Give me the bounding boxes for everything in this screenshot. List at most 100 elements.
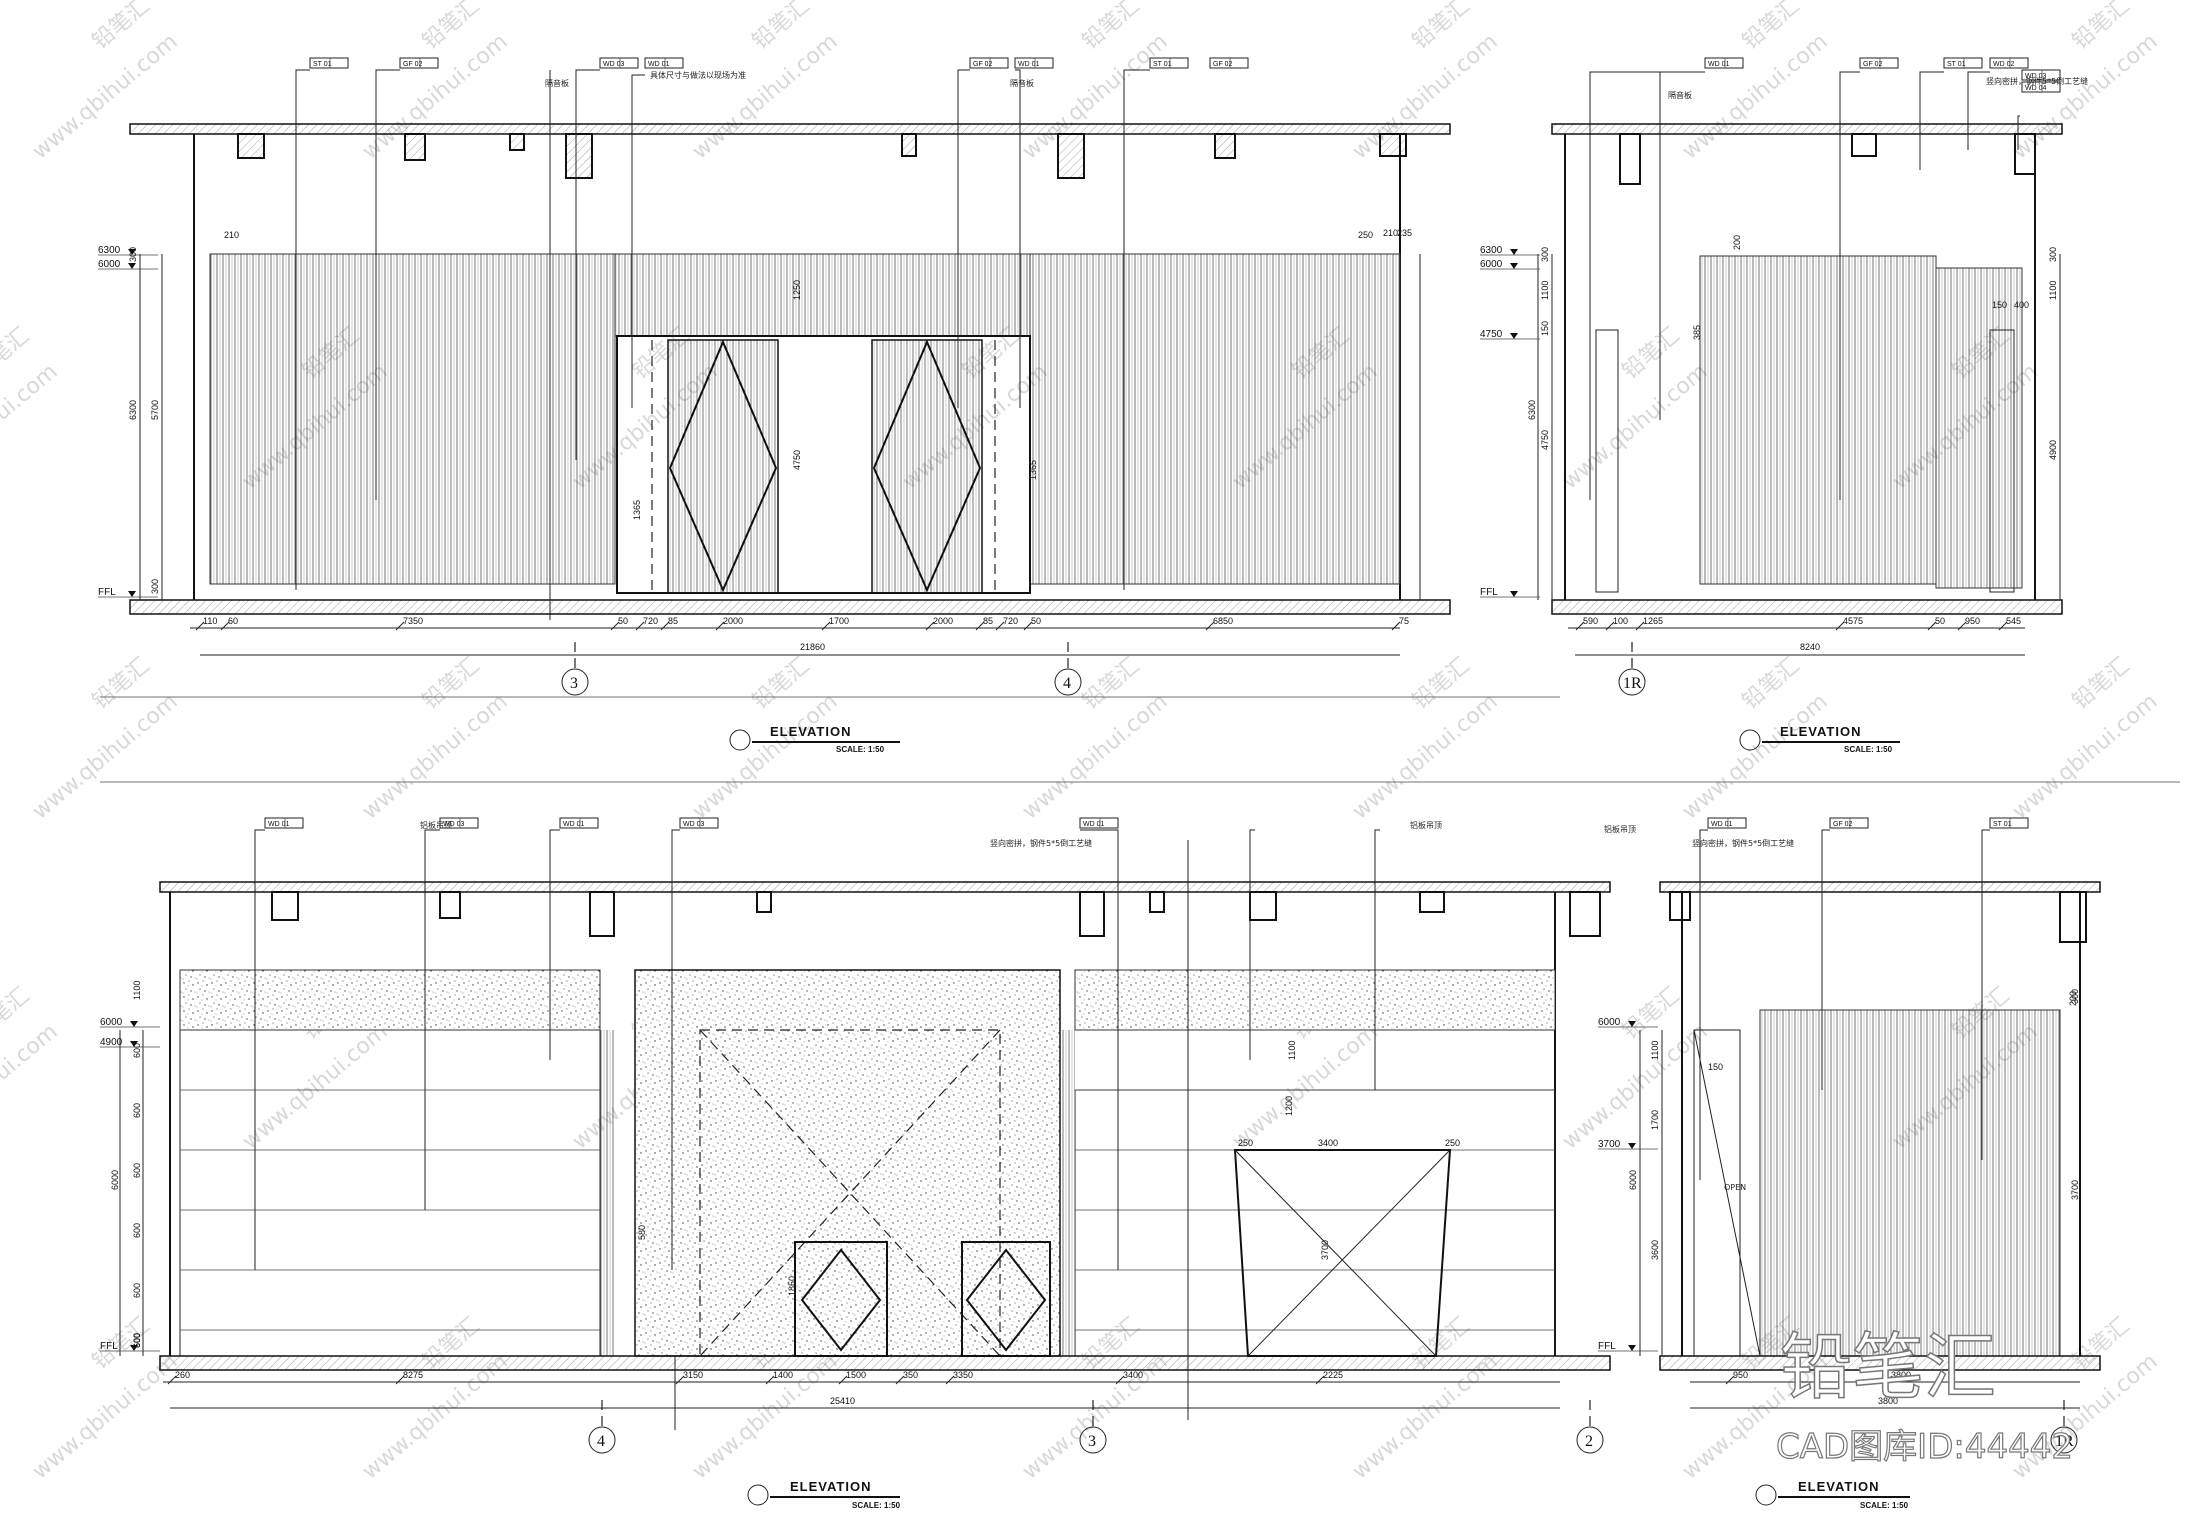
material-tag-box <box>439 817 479 829</box>
grid-bubble <box>1576 1426 1604 1454</box>
material-tag: WD 03 <box>603 61 625 68</box>
detail-dimension-label: 3700 <box>1320 1240 1330 1260</box>
elevation-scale: SCALE: 1:50 <box>1844 745 1893 754</box>
vertical-dimension-label: 600 <box>132 1223 142 1238</box>
level-marker <box>130 1041 138 1047</box>
detail-dimension-label: 400 <box>2014 300 2029 310</box>
vertical-dimension-label: 150 <box>1540 321 1550 336</box>
cad-id-label: CAD图库ID:44442 <box>1776 1427 2073 1467</box>
annotation-notes: 隔音板隔音板具体尺寸与做法以现场为准 <box>545 70 1034 88</box>
material-tag-box <box>1014 57 1054 69</box>
overall-dimension-label: 3800 <box>1878 1396 1898 1406</box>
level-marker <box>128 249 136 255</box>
material-tag-box <box>1079 817 1119 829</box>
level-label: 4900 <box>100 1037 123 1048</box>
level-label: 6000 <box>100 1017 123 1028</box>
vertical-dimension-label: 6000 <box>1628 1170 1638 1190</box>
material-tag-box <box>1209 57 1249 69</box>
material-tag-box <box>399 57 439 69</box>
annotation-note: 竖向密拼，钢件5*5倒工艺缝 <box>990 838 1092 848</box>
dimension-label: 4575 <box>1843 616 1863 626</box>
dimension-label: 720 <box>643 616 658 626</box>
curtain-panel <box>1759 1009 2061 1357</box>
level-marker <box>128 591 136 597</box>
material-tag-box <box>1989 57 2029 69</box>
door-leaf <box>667 339 779 594</box>
annotation-note: 隔音板 <box>1668 90 1692 100</box>
stone-band <box>1074 969 1556 1031</box>
detail-dimension-label: 1250 <box>792 280 802 300</box>
dimension-label: 260 <box>175 1370 190 1380</box>
annotation-note: 隔音板 <box>1010 78 1034 88</box>
level-label: 6000 <box>1480 259 1503 270</box>
elevation-title-block: ELEVATION SCALE: 1:50 <box>1739 724 1900 754</box>
reception-panel <box>1233 1149 1452 1357</box>
vertical-dimension-label: 1100 <box>1540 281 1550 300</box>
material-tag: ST 01 <box>1153 61 1172 68</box>
material-tag: WD 01 <box>268 821 290 828</box>
annotation-note: OPEN <box>1724 1183 1746 1192</box>
overall-dimension-label: 21860 <box>800 642 825 652</box>
annotation-note: 竖向密拼，钢件5*5倒工艺缝 <box>1692 838 1794 848</box>
dimension-label: 2225 <box>1323 1370 1343 1380</box>
level-label: FFL <box>1480 587 1498 598</box>
annotation-note: 铝板吊顶 <box>1604 824 1636 834</box>
vertical-dimension-label: 300 <box>1540 247 1550 262</box>
vertical-dimension-label: 300 <box>2070 989 2080 1004</box>
detail-dimension-label: 250 <box>1238 1138 1253 1148</box>
vertical-dimension-label: 3600 <box>1650 1240 1660 1260</box>
door-diamond <box>668 339 778 593</box>
curtain-panel <box>1029 253 1401 585</box>
material-tag-box <box>969 57 1009 69</box>
level-label: 4750 <box>1480 329 1503 340</box>
vertical-dimension-label: 5700 <box>150 400 160 420</box>
watermark-brand: 铅笔汇 <box>1738 653 1805 715</box>
level-label: FFL <box>98 587 116 598</box>
ceiling-beams <box>237 133 1407 179</box>
level-marker <box>1628 1021 1636 1027</box>
curtain-panel <box>614 253 1031 337</box>
level-marker <box>130 1021 138 1027</box>
material-tag: WD 01 <box>1018 61 1040 68</box>
material-tag: WD 03 <box>443 821 465 828</box>
vertical-dimension-label: 300 <box>128 247 138 262</box>
door-diamond <box>872 339 982 593</box>
dimension-label: 720 <box>1003 616 1018 626</box>
detail-dimension-label: 385 <box>1692 325 1702 340</box>
grid-label: 3 <box>570 675 578 692</box>
material-tag: WD 01 <box>1711 821 1733 828</box>
detail-dimension-label: 4750 <box>792 450 802 470</box>
material-tag-box <box>1943 57 1983 69</box>
detail-dimension-label: 1365 <box>632 500 642 520</box>
material-tag: WD 02 <box>1993 61 2015 68</box>
dimension-label: 3150 <box>683 1370 703 1380</box>
vertical-dimension-label: 600 <box>132 1043 142 1058</box>
vertical-dimension-label: 4750 <box>1540 430 1550 450</box>
wall-panel <box>1074 1089 1556 1357</box>
material-tag: GF 02 <box>1833 821 1853 828</box>
dimension-label: 950 <box>1965 616 1980 626</box>
dimension-label: 85 <box>983 616 993 626</box>
detail-dimension-label: 200 <box>2068 991 2078 1006</box>
material-tag: WD 01 <box>1083 821 1105 828</box>
material-tag-box <box>644 57 684 69</box>
grid-bubble <box>588 1426 616 1454</box>
overall-dimension-label: 25410 <box>830 1396 855 1406</box>
detail-dimension-label: 150 <box>1708 1062 1723 1072</box>
dimension-label: 3350 <box>953 1370 973 1380</box>
watermark-brand: 铅笔汇 <box>1078 653 1145 715</box>
leader-lines <box>295 69 1150 620</box>
dimension-label: 545 <box>2006 616 2021 626</box>
material-tag: WD 04 <box>2025 85 2047 92</box>
detail-dimension-label: 1200 <box>1284 1096 1294 1116</box>
annotation-note: 具体尺寸与做法以现场为准 <box>650 70 746 80</box>
dimension-label: 3400 <box>1123 1370 1143 1380</box>
level-label: FFL <box>100 1341 118 1352</box>
detail-dimension-label: 210 <box>1383 228 1398 238</box>
watermark-brand: 铅笔汇 <box>88 1313 155 1375</box>
watermark-brand: 铅笔汇 <box>1408 653 1475 715</box>
dimension-label: 950 <box>1733 1370 1748 1380</box>
vertical-dimension-label: 1100 <box>132 981 142 1000</box>
